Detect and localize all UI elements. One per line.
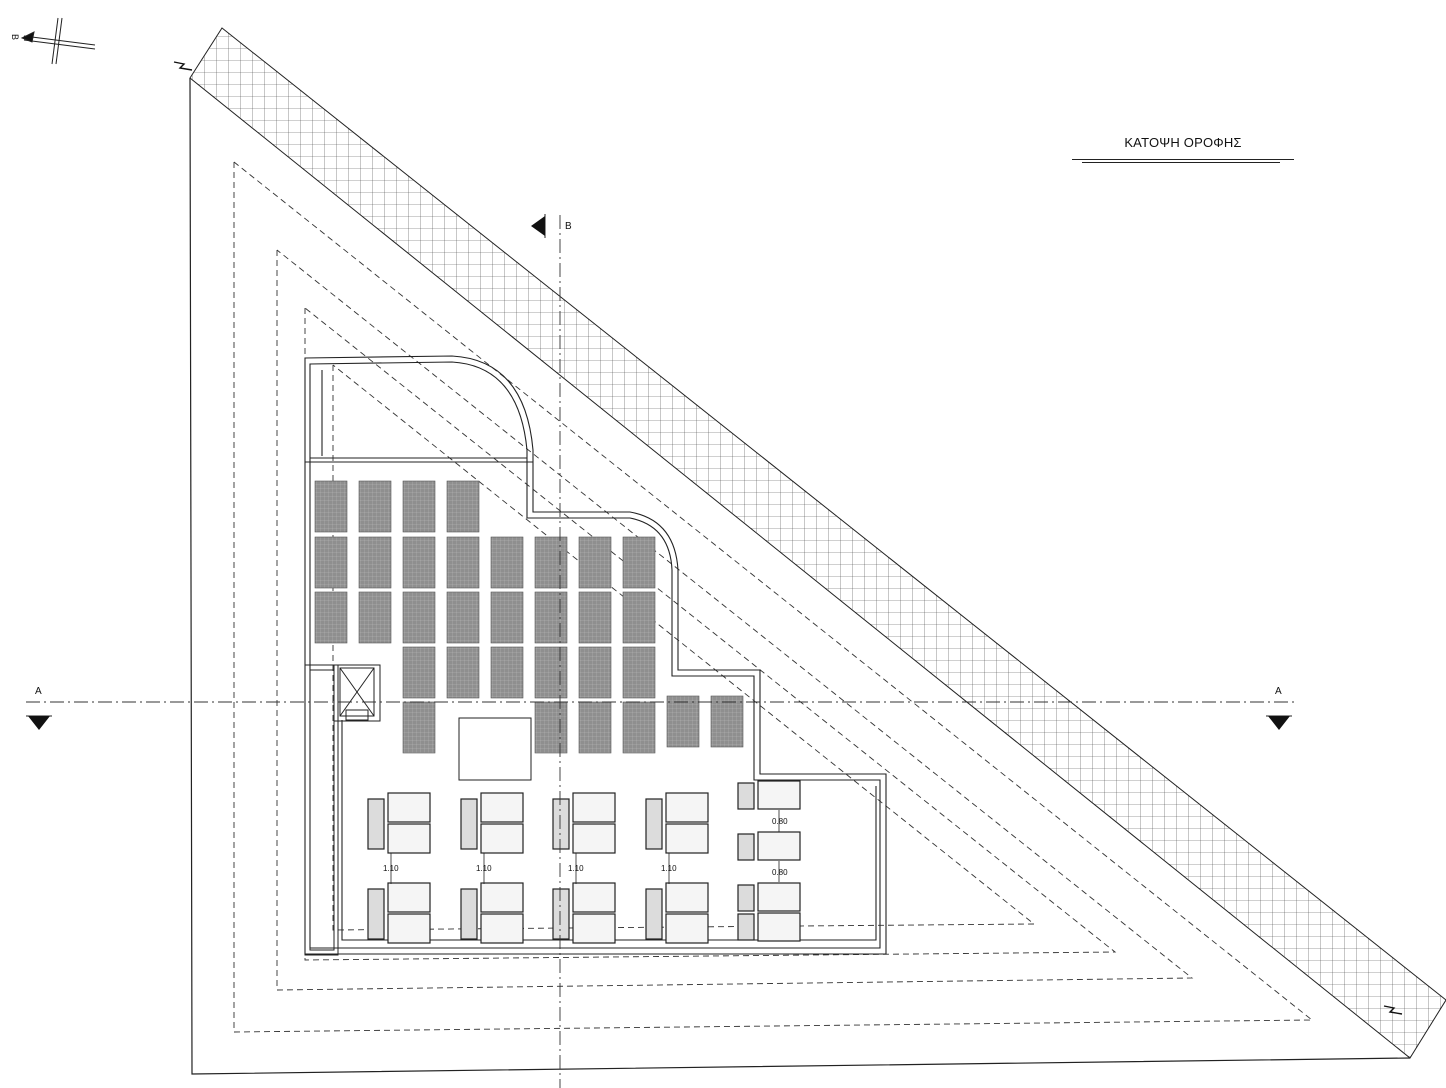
svg-text:A: A (1275, 686, 1282, 697)
hvac-side-unit (552, 888, 570, 940)
solar-panel (402, 480, 436, 533)
building-outline (304, 355, 887, 955)
solar-panel (578, 536, 612, 589)
dimension-label: 1.10 (383, 864, 399, 873)
solar-panel (622, 536, 656, 589)
drawing-title-text: ΚΑΤΟΨΗ ΟΡΟΦΗΣ (1124, 135, 1242, 150)
hvac-unit (387, 913, 431, 944)
solar-panel (402, 646, 436, 699)
solar-panel (402, 591, 436, 644)
solar-panel (314, 591, 348, 644)
hvac-side-unit (460, 798, 478, 850)
hvac-unit (757, 831, 801, 861)
dimension-label: 1.10 (568, 864, 584, 873)
hvac-side-unit (737, 913, 755, 941)
dimension-label: 1.10 (476, 864, 492, 873)
solar-panel (358, 536, 392, 589)
solar-panel (622, 646, 656, 699)
solar-panel (578, 646, 612, 699)
hvac-unit (665, 913, 709, 944)
section-marker-a-right: A (1266, 686, 1292, 730)
hvac-unit (480, 882, 524, 913)
hvac-unit (387, 792, 431, 823)
hvac-unit (480, 823, 524, 854)
hvac-side-unit (737, 884, 755, 912)
hvac-unit (387, 823, 431, 854)
dimension-marks (390, 810, 780, 884)
section-marker-a-left: A (26, 686, 52, 730)
svg-text:A: A (35, 686, 42, 697)
solar-panel (710, 695, 744, 748)
hvac-unit (572, 882, 616, 913)
dimension-label: 1.10 (661, 864, 677, 873)
solar-panel (666, 695, 700, 748)
hvac-unit (387, 882, 431, 913)
hvac-unit (572, 913, 616, 944)
north-arrow (20, 17, 96, 65)
hvac-unit (757, 882, 801, 912)
plot-boundary (189, 77, 1411, 1075)
solar-panel (446, 536, 480, 589)
hvac-unit (665, 882, 709, 913)
solar-panel-array (314, 480, 744, 754)
solar-panel (622, 701, 656, 754)
section-lines (26, 215, 1294, 1088)
solar-panel (578, 591, 612, 644)
solar-panel (314, 480, 348, 533)
solar-panel (534, 591, 568, 644)
hvac-unit-group (367, 780, 801, 944)
hvac-side-unit (645, 798, 663, 850)
rooftop-box (458, 717, 532, 781)
hvac-unit (665, 792, 709, 823)
drawing-title: ΚΑΤΟΨΗ ΟΡΟΦΗΣ (1072, 133, 1294, 163)
hvac-side-unit (367, 888, 385, 940)
solar-panel (490, 646, 524, 699)
hvac-unit (572, 792, 616, 823)
hvac-side-unit (460, 888, 478, 940)
solar-panel (622, 591, 656, 644)
hvac-side-unit (737, 782, 755, 810)
hvac-unit (480, 913, 524, 944)
hvac-unit (757, 912, 801, 942)
hvac-side-unit (645, 888, 663, 940)
hvac-side-unit (367, 798, 385, 850)
hvac-side-unit (552, 798, 570, 850)
svg-text:B: B (565, 221, 572, 232)
solar-panel (358, 591, 392, 644)
solar-panel (490, 536, 524, 589)
solar-panel (402, 701, 436, 754)
hvac-unit (572, 823, 616, 854)
solar-panel (534, 646, 568, 699)
solar-panel (446, 591, 480, 644)
hvac-unit (757, 780, 801, 810)
dimension-label: 0.80 (772, 868, 788, 877)
solar-panel (578, 701, 612, 754)
hvac-unit (480, 792, 524, 823)
solar-panel (358, 480, 392, 533)
solar-panel (446, 480, 480, 533)
solar-panel (534, 536, 568, 589)
hvac-side-unit (737, 833, 755, 861)
solar-panel (446, 646, 480, 699)
dimension-label: 0.80 (772, 817, 788, 826)
solar-panel (314, 536, 348, 589)
north-arrow-letter: B (10, 34, 20, 40)
solar-panel (490, 591, 524, 644)
section-marker-b-top: B (531, 214, 572, 238)
solar-panel (402, 536, 436, 589)
stair-shaft (304, 664, 381, 956)
break-symbol (173, 61, 1403, 1015)
hvac-unit (665, 823, 709, 854)
solar-panel (534, 701, 568, 754)
